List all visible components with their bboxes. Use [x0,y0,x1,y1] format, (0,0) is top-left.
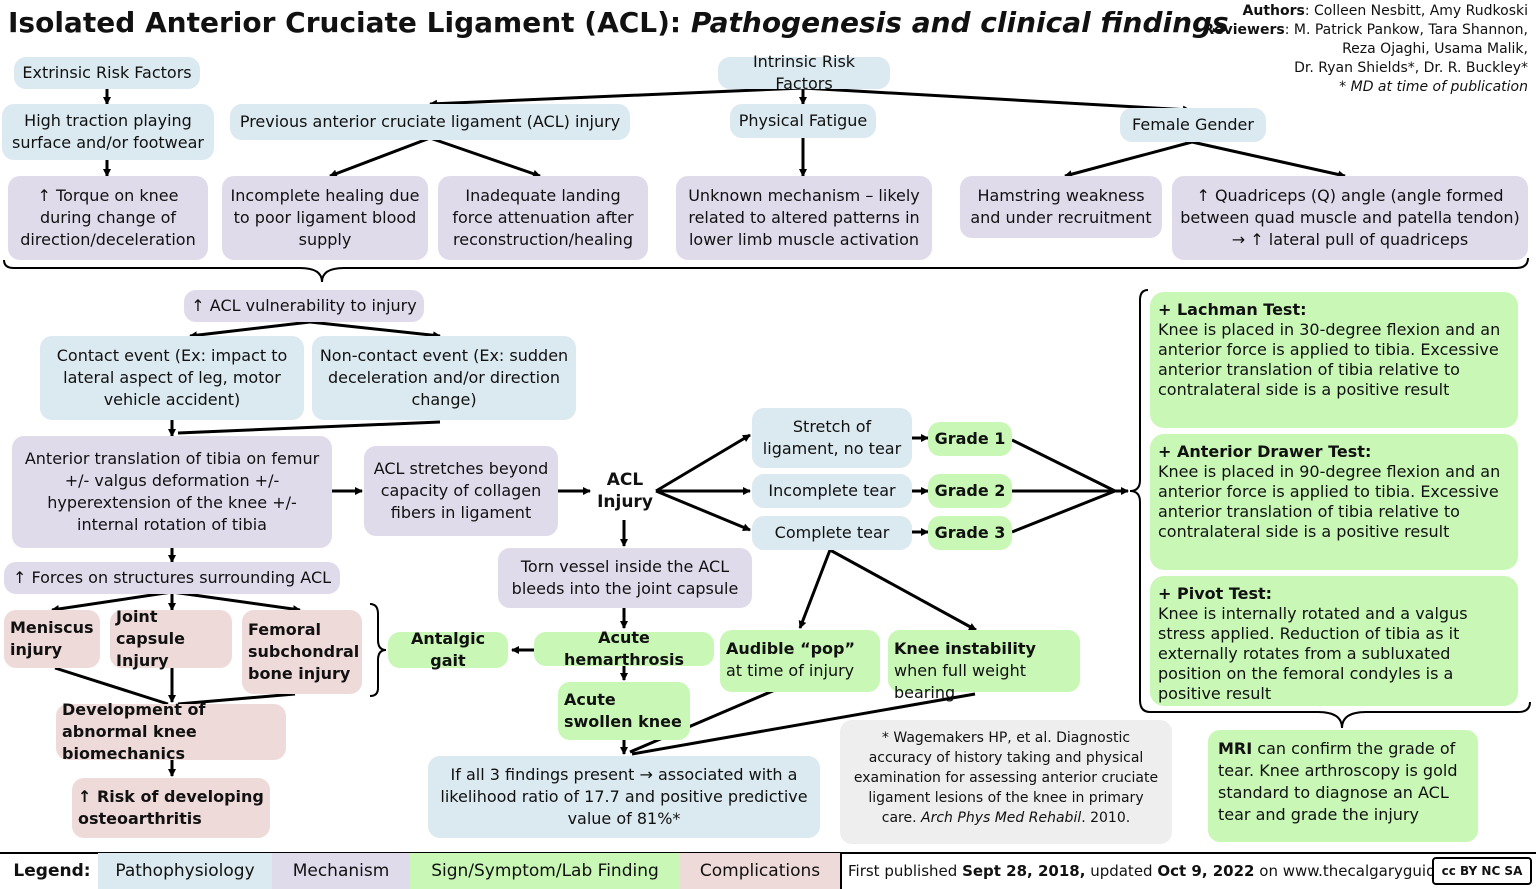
complete-tear-box: Complete tear [752,516,912,550]
reviewers-label: Reviewers [1203,22,1285,38]
reviewers-line1: : M. Patrick Pankow, Tara Shannon, [1284,22,1528,38]
footer-prefix: First published [848,862,963,880]
female-gender-box: Female Gender [1120,108,1266,142]
vulnerability-box: ↑ ACL vulnerability to injury [184,290,424,322]
incomplete-healing-box: Incomplete healing due to poor ligament … [222,176,428,260]
lachman-test-box: + Lachman Test: Knee is placed in 30-deg… [1150,292,1518,428]
instability-rest: when full weight bearing [894,661,1026,702]
noncontact-event-box: Non-contact event (Ex: sudden decelerati… [312,336,576,420]
creative-commons-badge: cc BY NC SA [1432,857,1532,885]
anterior-translation-box: Anterior translation of tibia on femur +… [12,436,332,548]
knee-instability-box: Knee instability when full weight bearin… [888,630,1080,702]
acl-injury-label: ACL Injury [597,470,653,512]
lachman-test-title: + Lachman Test: [1158,300,1307,319]
intrinsic-risk-factors: Intrinsic Risk Factors [718,52,890,93]
pivot-test-title: + Pivot Test: [1158,584,1273,603]
audible-pop-rest: at time of injury [726,661,855,680]
grade-2-box: Grade 2 [928,474,1012,508]
incomplete-tear-box: Incomplete tear [752,474,912,508]
instability-bold: Knee instability [894,639,1036,658]
acute-hemarthrosis-box: Acute hemarthrosis [534,628,714,669]
hamstring-box: Hamstring weakness and under recruitment [960,176,1162,238]
title-main: Isolated Anterior Cruciate Ligament (ACL… [8,6,682,39]
audible-pop-box: Audible “pop” at time of injury [720,630,880,692]
joint-capsule-box: Joint capsule Injury [110,607,232,670]
anterior-drawer-test-box: + Anterior Drawer Test: Knee is placed i… [1150,434,1518,570]
md-note: * MD at time of publication [1339,79,1528,95]
antalgic-gait-box: Antalgic gait [388,629,508,670]
footer-text: First published Sept 28, 2018, updated O… [848,862,1482,880]
authors-block: Authors: Colleen Nesbitt, Amy Rudkoski R… [1203,2,1528,97]
pivot-test-box: + Pivot Test: Knee is internally rotated… [1150,576,1518,706]
citation-box: * Wagemakers HP, et al. Diagnostic accur… [840,720,1172,844]
previous-acl-box: Previous anterior cruciate ligament (ACL… [230,104,630,140]
contact-event-box: Contact event (Ex: impact to lateral asp… [40,336,304,420]
anterior-drawer-title: + Anterior Drawer Test: [1158,442,1372,461]
high-traction-box: High traction playing surface and/or foo… [2,104,214,160]
citation-year: . 2010. [1081,810,1131,826]
unknown-mechanism-box: Unknown mechanism – likely related to al… [676,176,932,260]
authors-names: : Colleen Nesbitt, Amy Rudkoski [1304,3,1528,19]
pivot-test-text: Knee is internally rotated and a valgus … [1158,604,1468,703]
torque-box: ↑ Torque on knee during change of direct… [8,176,208,260]
extrinsic-risk-factors: Extrinsic Risk Factors [14,57,200,89]
legend-sign-symptom: Sign/Symptom/Lab Finding [410,853,680,889]
audible-pop-bold: Audible “pop” [726,639,855,658]
abnormal-biomechanics-box: Development of abnormal knee biomechanic… [56,700,286,763]
title-subtitle: Pathogenesis and clinical findings [690,6,1229,39]
citation-text: * Wagemakers HP, et al. Diagnostic accur… [853,730,1159,826]
authors-label: Authors [1242,3,1305,19]
stretch-no-tear-box: Stretch of ligament, no tear [752,408,912,468]
legend-mechanism: Mechanism [272,853,410,889]
footer-updated: Oct 9, 2022 [1157,862,1255,880]
mri-box: MRI can confirm the grade of tear. Knee … [1208,730,1478,842]
footer-url[interactable]: on www.thecalgaryguide.com [1254,862,1482,880]
reviewers-line2: Reza Ojaghi, Usama Malik, [1342,41,1528,57]
acl-stretches-box: ACL stretches beyond capacity of collage… [364,446,558,536]
legend-separator [840,852,842,889]
osteoarthritis-box: ↑ Risk of developing osteoarthritis [72,778,270,838]
mri-text: can confirm the grade of tear. Knee arth… [1218,739,1458,824]
quadriceps-box: ↑ Quadriceps (Q) angle (angle formed bet… [1172,176,1528,260]
citation-journal: Arch Phys Med Rehabil [921,810,1082,826]
legend-complications: Complications [680,853,840,889]
lachman-test-text: Knee is placed in 30-degree flexion and … [1158,320,1501,399]
footer-mid: updated [1085,862,1158,880]
acute-swollen-knee-box: Acute swollen knee [558,682,690,740]
grade-3-box: Grade 3 [928,516,1012,550]
findings-box: If all 3 findings present → associated w… [428,756,820,838]
anterior-drawer-text: Knee is placed in 90-degree flexion and … [1158,462,1501,541]
femoral-bone-box: Femoral subchondral bone injury [242,610,362,694]
footer-published: Sept 28, 2018, [962,862,1086,880]
grade-1-box: Grade 1 [928,422,1012,456]
physical-fatigue-box: Physical Fatigue [730,104,876,138]
meniscus-injury-box: Meniscus injury [4,610,100,668]
torn-vessel-box: Torn vessel inside the ACL bleeds into t… [498,548,752,608]
legend-label: Legend: [13,861,91,881]
page-title: Isolated Anterior Cruciate Ligament (ACL… [8,6,1229,39]
legend-pathophysiology: Pathophysiology [98,853,272,889]
reviewers-line3: Dr. Ryan Shields*, Dr. R. Buckley* [1294,60,1528,76]
forces-box: ↑ Forces on structures surrounding ACL [4,562,340,594]
inadequate-landing-box: Inadequate landing force attenuation aft… [438,176,648,260]
mri-bold: MRI [1218,739,1253,758]
